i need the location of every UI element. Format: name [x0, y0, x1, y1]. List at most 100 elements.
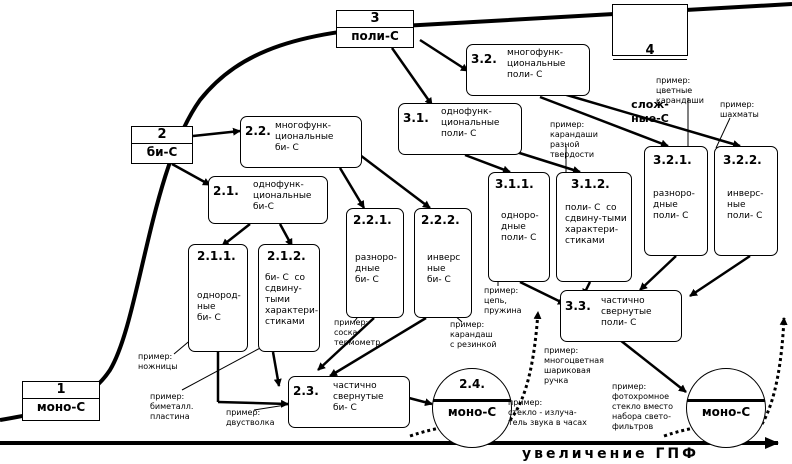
node-2-3-code: 2.3.: [293, 384, 319, 398]
example-photochromic: пример: фотохромное стекло вместо набора…: [612, 382, 673, 431]
node-2-2-text: многофунк- циональные би- С: [275, 121, 334, 153]
stage-2-bi: 2 би-С: [131, 126, 193, 164]
node-3-2-2: 3.2.2. инверс- ные поли- С: [714, 146, 778, 256]
node-2-1: 2.1. однофунк- циональные би-С: [208, 176, 328, 224]
node-2-1-1-code: 2.1.1.: [197, 249, 236, 263]
circle-2-4-divider: [433, 399, 511, 402]
dotted-c5-right: [760, 317, 788, 425]
node-2-2-1-text: разноро- дные би- С: [355, 253, 397, 285]
arrow-n32-to-n321: [539, 95, 669, 148]
node-2-2-code: 2.2.: [245, 124, 271, 138]
example-colored-pencils: пример: цветные карандаши: [656, 76, 704, 105]
node-2-1-1-text: однород- ные би- С: [197, 291, 241, 323]
circle-2-4-mono: 2.4. моно-С: [432, 368, 512, 448]
stage-3-number: 3: [337, 11, 413, 28]
node-2-1-2-code: 2.1.2.: [267, 249, 306, 263]
circle-final-mono: моно-С: [686, 368, 766, 448]
node-2-3: 2.3. частично свернутые би- С: [288, 376, 410, 428]
pointer-bimetal: [181, 345, 265, 391]
example-chain: пример: цепь, пружина: [484, 286, 522, 315]
stage-1-label: моно-С: [36, 400, 86, 414]
node-3-1-1-text: одноро- дные поли- С: [501, 211, 539, 243]
arrow-n32-to-n322: [559, 91, 741, 148]
arrow-s2-to-n21: [171, 162, 211, 187]
node-3-3: 3.3. частично свернутые поли- С: [560, 290, 682, 342]
node-3-1-1: 3.1.1. одноро- дные поли- С: [488, 172, 550, 282]
node-3-2: 3.2. многофунк- циональные поли- С: [466, 44, 590, 96]
arrow-n21-to-n211: [221, 223, 251, 247]
node-2-2-2-code: 2.2.2.: [421, 213, 460, 227]
example-bimetal: пример: биметалл. пластина: [150, 392, 194, 421]
node-2-1-2-text: би- С со сдвину- тыми характери- стиками: [265, 273, 319, 327]
arrow-n221-to-n23: [317, 317, 375, 371]
node-3-2-1: 3.2.1. разноро- дные поли- С: [644, 146, 708, 256]
node-2-2-1-code: 2.2.1.: [353, 213, 392, 227]
node-2-1-code: 2.1.: [213, 184, 239, 198]
arrow-s2-to-n22: [192, 127, 241, 138]
arrow-n22-to-n222: [355, 151, 431, 209]
node-3-2-2-code: 3.2.2.: [723, 153, 762, 167]
stage-1-mono: 1 моно-С: [22, 381, 100, 421]
node-2-2: 2.2. многофунк- циональные би- С: [240, 116, 362, 168]
arrow-n31-to-n311: [464, 153, 511, 174]
circle-final-divider: [687, 399, 765, 402]
arrow-n33-to-c5: [619, 339, 687, 393]
arrow-n321-to-n33: [639, 255, 677, 291]
arrow-n21-to-n212: [278, 223, 294, 247]
example-eraser: пример: карандаш с резинкой: [450, 320, 497, 349]
node-3-2-2-text: инверс- ные поли- С: [727, 189, 764, 221]
arrow-s3-to-n32: [419, 38, 469, 73]
node-3-2-1-text: разноро- дные поли- С: [653, 189, 695, 221]
arrow-n322-to-n33: [689, 254, 751, 298]
node-3-1: 3.1. однофунк- циональные поли- С: [398, 103, 522, 155]
axis-label: увеличение ГПФ: [522, 446, 700, 462]
stage-1-number: 1: [23, 382, 99, 399]
arrow-s3-to-n31: [390, 47, 434, 106]
arrow-n23-to-c24: [408, 396, 433, 407]
node-3-1-2: 3.1.2. поли- С со сдвину-тыми характери-…: [556, 172, 632, 282]
pointer-chess: [715, 117, 731, 149]
example-pacifier: пример: соска- термометр: [334, 318, 381, 347]
node-2-1-text: однофунк- циональные би-С: [253, 180, 312, 212]
arrow-n311-to-n33: [519, 280, 566, 306]
arrow-n212-to-n23: [271, 351, 282, 387]
node-2-2-2: 2.2.2. инверс ные би- С: [414, 208, 472, 318]
example-scissors: пример: ножницы: [138, 352, 178, 371]
stage-4-number: 4: [613, 43, 687, 60]
dotted-c24-right: [508, 311, 542, 421]
node-3-2-text: многофунк- циональные поли- С: [507, 48, 566, 80]
node-3-3-code: 3.3.: [565, 299, 591, 313]
node-2-2-1: 2.2.1. разноро- дные би- С: [346, 208, 404, 318]
node-2-1-1: 2.1.1. однород- ные би- С: [188, 244, 248, 352]
stage-4-label: слож- ные-С: [631, 98, 669, 125]
dotted-c5-left: [663, 426, 695, 438]
node-2-1-2: 2.1.2. би- С со сдвину- тыми характери- …: [258, 244, 320, 352]
arrow-n222-to-n23: [329, 316, 427, 378]
circle-final-label: моно-С: [701, 405, 751, 419]
stage-2-label: би-С: [146, 145, 178, 159]
circle-2-4-code: 2.4.: [459, 377, 485, 391]
node-3-1-2-code: 3.1.2.: [571, 177, 610, 191]
node-3-1-code: 3.1.: [403, 111, 429, 125]
arrow-n22-to-n221: [338, 167, 366, 209]
example-shotgun: пример: двустволка: [226, 408, 275, 427]
arrow-n31-to-n312: [509, 148, 581, 174]
node-3-1-2-text: поли- С со сдвину-тыми характери- стикам…: [565, 203, 627, 246]
circle-2-4-label: моно-С: [447, 405, 497, 419]
stage-3-poly: 3 поли-С: [336, 10, 414, 48]
node-2-2-2-text: инверс ные би- С: [427, 253, 461, 285]
node-3-2-1-code: 3.2.1.: [653, 153, 692, 167]
example-multipen: пример: многоцветная шариковая ручка: [544, 346, 604, 385]
node-2-3-text: частично свернутые би- С: [333, 381, 384, 413]
example-chess: пример: шахматы: [720, 100, 759, 119]
stage-4-complex: 4 слож- ные-С: [612, 4, 688, 125]
arrow-n211-to-n23b: [217, 399, 289, 408]
node-3-3-text: частично свернутые поли- С: [601, 296, 652, 328]
pointer-shotgun: [253, 403, 293, 411]
node-3-1-text: однофунк- циональные поли- С: [441, 107, 500, 139]
stage-2-number: 2: [132, 127, 192, 144]
node-3-1-1-code: 3.1.1.: [495, 177, 534, 191]
stage-3-label: поли-С: [351, 29, 399, 43]
